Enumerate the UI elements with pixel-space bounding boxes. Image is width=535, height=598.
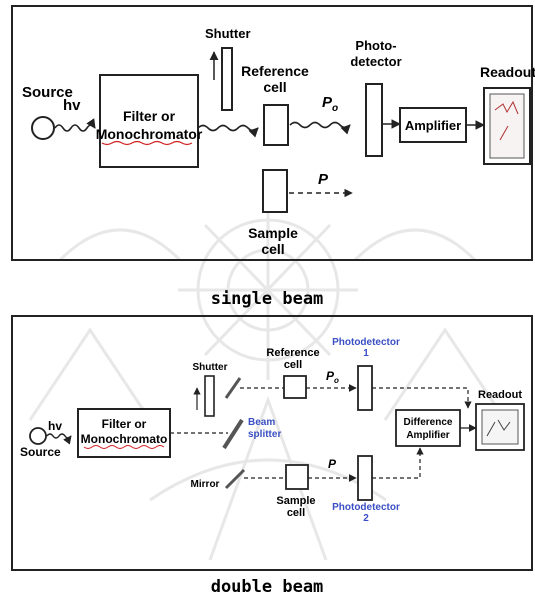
monochromator-underline [101,140,193,146]
shutter-label: Shutter [205,26,251,41]
db-difference-amplifier-box [395,409,461,447]
db-photodetector1 [357,365,373,411]
readout-needle-icon [494,100,519,141]
double-beam-caption: double beam [211,577,324,597]
single-beam-frame [11,5,533,261]
db-monochromator-label-line2: Monochromato [81,432,168,446]
db-photodetector2 [357,455,373,501]
db-sample-cell-label-line2: cell [287,507,305,519]
single-beam-diagram: Source hv Filter or Monochromator Shutte… [11,5,535,261]
db-source-lamp-icon [29,427,47,445]
db-monochromator-label-line1: Filter or [102,417,147,431]
db-difference-amplifier-label-line1: Difference [404,417,453,428]
db-photodetector1-label-line1: Photodetector [332,337,400,348]
single-beam-caption: single beam [211,289,324,309]
amplifier-label: Amplifier [405,118,461,133]
p-label: P [318,171,329,188]
p0-label: Po [322,94,338,114]
db-p-label: P [328,457,337,471]
db-mirror-label: Mirror [191,479,220,490]
monochromator-box [99,74,199,168]
db-photodetector2-label-line1: Photodetector [332,502,400,513]
db-upper-mirror [224,377,242,399]
db-beam-splitter [222,418,244,450]
monochromator-label-line1: Filter or [123,108,176,124]
main-beam-wave [197,124,259,138]
db-reference-cell-label-line1: Reference [266,347,319,359]
db-p0-label: Po [326,369,339,385]
photodetector-label-line2: detector [350,54,401,69]
db-readout-screen [481,409,519,445]
db-sample-cell-label-line1: Sample [276,495,315,507]
db-pd1-to-diffamp-line [372,387,472,409]
db-reference-cell-label-line2: cell [284,359,302,371]
db-lower-mirror [224,468,246,490]
reference-cell-label-line2: cell [263,79,286,95]
source-label: Source [22,84,73,101]
db-photodetector2-label-line2: 2 [363,513,369,524]
readout-label: Readout [480,64,535,80]
source-lamp-icon [31,116,55,140]
db-shutter-plate [204,375,215,417]
db-readout-needle-icon [486,419,511,437]
db-readout-label: Readout [478,389,522,401]
hv-label: hv [63,97,81,114]
photodetector-label-line1: Photo- [355,38,396,53]
db-reference-cell [283,375,307,399]
db-monochromator-box [77,408,171,458]
photon-wave [54,118,96,132]
p0-beam-wave [289,121,351,135]
amplifier-box [399,107,467,143]
reference-cell-label-line1: Reference [241,63,309,79]
sample-cell-label-line1: Sample [248,225,298,241]
sample-cell-label-line2: cell [261,241,284,257]
db-difference-amplifier-label-line2: Amplifier [406,430,449,441]
db-monochromator-underline [83,445,165,449]
double-beam-frame [11,315,533,571]
watermark-emblem [28,200,507,561]
db-pd2-to-diffamp-line [372,447,424,479]
double-beam-diagram: hv Source Filter or Monochromato Shutter… [11,315,533,571]
db-hv-label: hv [48,419,62,433]
readout-screen [489,93,525,159]
sample-cell [262,169,288,213]
monochromator-label-line2: Monochromator [96,126,203,142]
db-photodetector1-label-line2: 1 [363,348,369,359]
reference-cell [263,104,289,146]
shutter-plate [221,47,233,111]
db-sample-cell [285,464,309,490]
db-beam-splitter-label-line1: Beam [248,417,275,428]
photodetector [365,83,383,157]
db-shutter-label: Shutter [193,362,228,373]
db-source-label: Source [20,445,61,459]
db-beam-splitter-label-line2: splitter [248,429,281,440]
db-photon-wave [46,433,72,445]
